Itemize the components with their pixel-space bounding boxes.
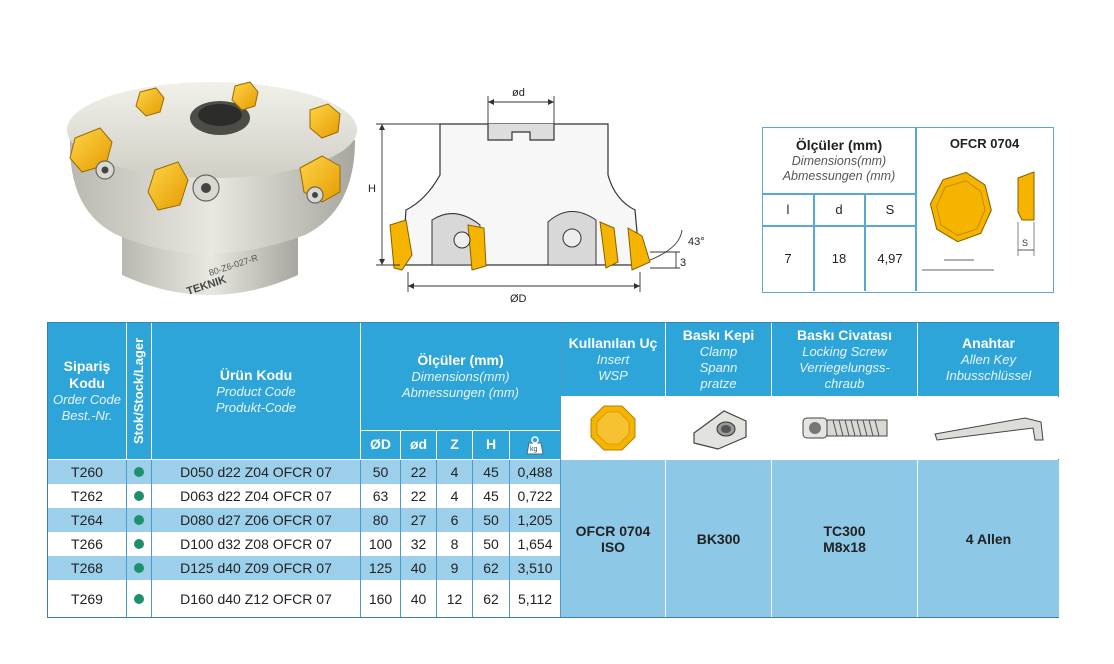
header-insert: Kullanılan Uç Insert WSP [561,323,665,396]
dims-title-en: Dimensions(mm) [791,153,887,168]
header-dimensions: Ölçüler (mm) Dimensions(mm) Abmessungen … [361,323,560,430]
clamp-image-cell [666,397,771,459]
label-bore-diameter: ød [512,87,525,99]
table-row: T268 D125 d40 Z09 OFCR 07 125 40 9 62 3,… [48,556,560,580]
dims-value-d: 18 [831,250,847,266]
insert-dimensions-box: Ölçüler (mm) Dimensions(mm) Abmessungen … [762,127,1054,293]
header-col-D: ØD [361,431,400,459]
header-col-z: Z [437,431,472,459]
label-height: H [368,183,376,195]
header-allen-key: Anahtar Allen Key Inbusschlüssel [918,323,1059,396]
insert-title: OFCR 0704 [949,135,1020,151]
clamp-value-cell: BK300 [666,460,771,617]
header-order-code: Sipariş Kodu Order Code Best.-Nr. [48,323,126,459]
dims-col-l: l [786,202,790,217]
dims-value-s: 4,97 [877,250,903,266]
stock-dot [134,539,144,549]
screw-image-cell [772,397,917,459]
header-col-h: H [473,431,509,459]
table-row: T260 D050 d22 Z04 OFCR 07 50 22 4 45 0,4… [48,460,560,484]
stock-dot [134,491,144,501]
screw-icon [802,417,887,439]
insert-label-s: S [1022,238,1028,248]
insert-image-cell [561,397,665,459]
insert-icon [590,405,636,451]
dims-value-l: 7 [784,250,792,266]
allen-key-image-cell [918,397,1059,459]
dims-title: Ölçüler (mm) [795,137,883,154]
allen-key-value-cell: 4 Allen [918,460,1059,617]
dims-title-de: Abmessungen (mm) [782,168,896,183]
label-depth: 3 [680,257,686,269]
label-outer-diameter: ØD [510,293,527,305]
header-col-d: ød [401,431,436,459]
table-row: T264 D080 d27 Z06 OFCR 07 80 27 6 50 1,2… [48,508,560,532]
insert-drawing: S [922,171,1035,271]
header-clamp: Baskı Kepi Clamp Spann pratze [666,323,771,396]
header-product-code: Ürün Kodu Product Code Produkt-Code [152,323,360,459]
table-row: T269 D160 d40 Z12 OFCR 07 160 40 12 62 5… [48,580,560,617]
dims-col-d: d [835,202,843,217]
stock-dot [134,593,144,604]
svg-text:kg: kg [530,446,538,453]
allen-key-icon [933,417,1044,441]
milling-cutter-photo: 80-Z6-027-R TEKNIK [67,81,357,298]
header-stock: Stok/Stock/Lager [127,323,151,459]
table-row: T266 D100 d32 Z08 OFCR 07 100 32 8 50 1,… [48,532,560,556]
technical-drawing: ød ØD H 43° 3 [368,87,705,305]
stock-dot [134,563,144,573]
screw-value-cell: TC300 M8x18 [772,460,917,617]
dims-col-s: S [885,202,895,217]
clamp-icon [692,410,747,450]
product-table: Sipariş Kodu Order Code Best.-Nr. Stok/S… [47,322,1059,618]
insert-value-cell: OFCR 0704 ISO [561,460,665,617]
label-angle: 43° [688,236,705,248]
weight-icon: kg [526,436,544,455]
header-col-weight: kg [510,431,560,459]
stock-dot [134,515,144,525]
stock-dot [134,467,144,477]
table-row: T262 D063 d22 Z04 OFCR 07 63 22 4 45 0,7… [48,484,560,508]
header-screw: Baskı Civatası Locking Screw Verriegelun… [772,323,917,396]
